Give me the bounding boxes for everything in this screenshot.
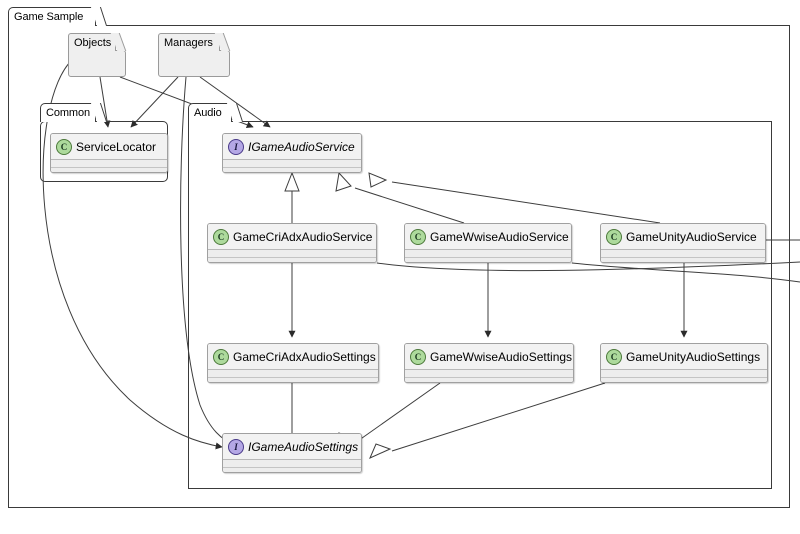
node-title: C GameCriAdxAudioSettings bbox=[208, 344, 378, 370]
attributes-compartment bbox=[223, 160, 361, 168]
operations-compartment bbox=[208, 378, 378, 382]
interface-badge-icon: I bbox=[228, 138, 244, 155]
package-common-tab[interactable]: Common bbox=[40, 103, 108, 122]
class-badge-icon: C bbox=[56, 138, 72, 155]
class-game-cri-adx-audio-settings[interactable]: C GameCriAdxAudioSettings bbox=[207, 343, 379, 383]
interface-igame-audio-service[interactable]: I IGameAudioService bbox=[222, 133, 362, 173]
operations-compartment bbox=[601, 378, 767, 382]
folder-tab: Objects bbox=[68, 33, 127, 51]
package-game-sample-label: Game Sample bbox=[14, 11, 84, 23]
operations-compartment bbox=[51, 168, 167, 172]
class-badge-icon: C bbox=[606, 348, 622, 365]
node-title: C GameUnityAudioSettings bbox=[601, 344, 767, 370]
folder-body bbox=[68, 50, 126, 77]
class-name-label: ServiceLocator bbox=[76, 139, 157, 154]
package-common-label: Common bbox=[46, 107, 91, 119]
attributes-compartment bbox=[223, 460, 361, 468]
interface-name-label: IGameAudioService bbox=[248, 139, 355, 154]
class-game-wwise-audio-settings[interactable]: C GameWwiseAudioSettings bbox=[404, 343, 574, 383]
class-game-unity-audio-service[interactable]: C GameUnityAudioService bbox=[600, 223, 766, 263]
package-audio-tab[interactable]: Audio bbox=[188, 103, 244, 122]
interface-name-label: IGameAudioSettings bbox=[248, 439, 359, 454]
attributes-compartment bbox=[405, 250, 571, 258]
operations-compartment bbox=[405, 258, 571, 262]
class-badge-icon: C bbox=[606, 228, 622, 245]
attributes-compartment bbox=[208, 370, 378, 378]
class-game-wwise-audio-service[interactable]: C GameWwiseAudioService bbox=[404, 223, 572, 263]
class-badge-icon: C bbox=[410, 348, 426, 365]
attributes-compartment bbox=[405, 370, 573, 378]
node-title: C GameUnityAudioService bbox=[601, 224, 765, 250]
node-title: I IGameAudioSettings bbox=[223, 434, 361, 460]
package-audio-label: Audio bbox=[194, 107, 222, 119]
operations-compartment bbox=[601, 258, 765, 262]
node-title: C GameWwiseAudioService bbox=[405, 224, 571, 250]
tab-corner-shape bbox=[214, 33, 231, 51]
class-game-cri-adx-audio-service[interactable]: C GameCriAdxAudioService bbox=[207, 223, 377, 263]
attributes-compartment bbox=[51, 160, 167, 168]
operations-compartment bbox=[208, 258, 376, 262]
package-node-objects-label: Objects bbox=[74, 36, 112, 49]
attributes-compartment bbox=[601, 250, 765, 258]
class-name-label: GameWwiseAudioSettings bbox=[430, 349, 573, 364]
class-badge-icon: C bbox=[213, 348, 229, 365]
class-name-label: GameCriAdxAudioService bbox=[233, 229, 373, 244]
operations-compartment bbox=[223, 168, 361, 172]
package-node-managers[interactable]: Managers bbox=[158, 33, 231, 77]
folder-body bbox=[158, 50, 230, 77]
operations-compartment bbox=[405, 378, 573, 382]
class-game-unity-audio-settings[interactable]: C GameUnityAudioSettings bbox=[600, 343, 768, 383]
folder-tab: Managers bbox=[158, 33, 231, 51]
node-title: C GameWwiseAudioSettings bbox=[405, 344, 573, 370]
tab-corner-shape bbox=[90, 7, 108, 26]
class-name-label: GameUnityAudioSettings bbox=[626, 349, 761, 364]
class-name-label: GameUnityAudioService bbox=[626, 229, 757, 244]
interface-badge-icon: I bbox=[228, 438, 244, 455]
package-game-sample-tab[interactable]: Game Sample bbox=[8, 7, 108, 26]
class-service-locator[interactable]: C ServiceLocator bbox=[50, 133, 168, 173]
class-badge-icon: C bbox=[213, 228, 229, 245]
class-name-label: GameWwiseAudioService bbox=[430, 229, 569, 244]
interface-igame-audio-settings[interactable]: I IGameAudioSettings bbox=[222, 433, 362, 473]
node-title: C GameCriAdxAudioService bbox=[208, 224, 376, 250]
attributes-compartment bbox=[208, 250, 376, 258]
attributes-compartment bbox=[601, 370, 767, 378]
package-node-managers-label: Managers bbox=[164, 36, 213, 49]
operations-compartment bbox=[223, 468, 361, 472]
class-name-label: GameCriAdxAudioSettings bbox=[233, 349, 376, 364]
class-badge-icon: C bbox=[410, 228, 426, 245]
node-title: C ServiceLocator bbox=[51, 134, 167, 160]
node-title: I IGameAudioService bbox=[223, 134, 361, 160]
tab-corner-shape bbox=[110, 33, 127, 51]
package-node-objects[interactable]: Objects bbox=[68, 33, 127, 77]
